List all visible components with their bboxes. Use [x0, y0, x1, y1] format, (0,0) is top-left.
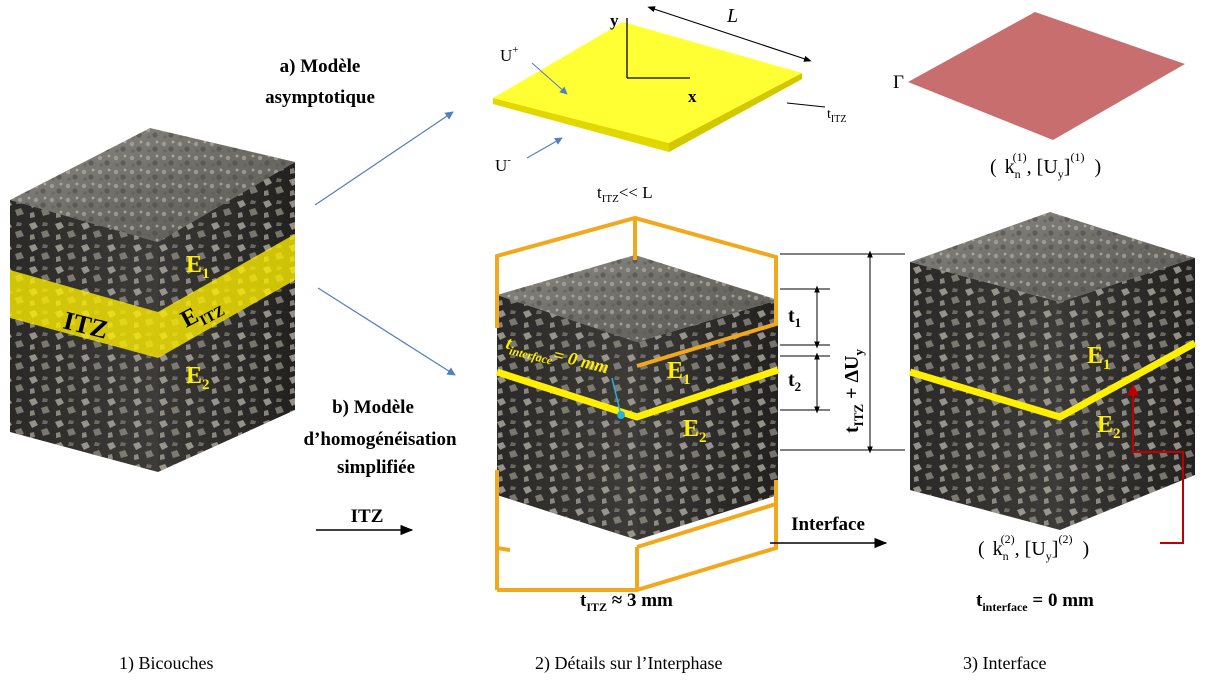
axis-y: y [610, 11, 619, 30]
arrow-to-homogenisation [317, 287, 456, 376]
svg-text:Interface: Interface [791, 514, 865, 535]
label-e1-b3: E1 [1087, 343, 1111, 373]
arrow-to-asymptotic [314, 111, 454, 206]
label-t-itz: tITZ [827, 107, 846, 125]
interface-arrow: Interface [770, 514, 888, 549]
dimension-annotations [780, 250, 905, 454]
label-u-minus: U- [495, 154, 511, 175]
thickness-itz: tITZ ≈ 3 mm [580, 590, 673, 614]
thickness-interface: tinterface = 0 mm [976, 590, 1094, 614]
itz-band [10, 234, 295, 358]
block-bicouche: E1 EITZ ITZ E2 [10, 128, 295, 472]
block-homogenisation: tinterface= 0 mm E1 E2 [495, 215, 780, 592]
label-t1: t1 [788, 305, 801, 330]
label-e2-b3: E2 [1097, 412, 1121, 442]
connector-arrows [314, 111, 456, 376]
label-e2: E2 [186, 363, 210, 393]
label-e2-b2: E2 [683, 416, 707, 446]
label-e1: E1 [186, 252, 210, 282]
block-interface: E1 E2 [908, 212, 1197, 544]
label-l: L [726, 5, 738, 27]
svg-text:ITZ: ITZ [351, 506, 384, 527]
caption-interphase: 2) Détails sur l’Interphase [535, 653, 722, 674]
itz-plate: y x L U+ U- tITZ tITZ<< L [493, 5, 846, 205]
caption-bicouches: 1) Bicouches [119, 653, 213, 674]
interface-params-2: (kn(2), [Uy](2)) [978, 532, 1089, 563]
axis-x: x [688, 87, 697, 106]
orange-frame [495, 215, 778, 592]
caption-interface: 3) Interface [963, 653, 1046, 674]
label-thin-condition: tITZ<< L [597, 183, 653, 205]
red-pointer [1127, 383, 1184, 544]
label-t2: t2 [788, 369, 801, 394]
interface-line-b3 [908, 339, 1197, 421]
label-e1-b2: E1 [667, 358, 691, 388]
interface-line [495, 366, 780, 421]
interface-surface-gamma: Γ [893, 12, 1185, 140]
label-u-plus: U+ [500, 44, 519, 65]
label-total-thickness: tITZ + ΔUy [841, 349, 866, 433]
length-arrow [647, 6, 812, 62]
interface-params-1: (kn(1), [Uy](1)) [990, 150, 1101, 181]
label-gamma: Γ [893, 72, 904, 93]
itz-arrow: ITZ [316, 506, 414, 536]
